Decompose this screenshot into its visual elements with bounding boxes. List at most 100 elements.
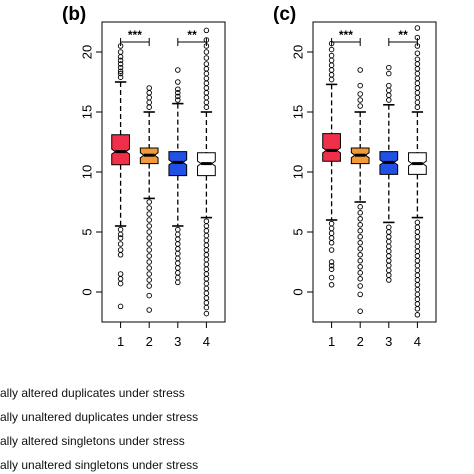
outlier-point (203, 261, 210, 268)
outlier-point (146, 265, 152, 271)
outlier-point (414, 75, 421, 82)
x-tick-label: 2 (146, 334, 153, 349)
box-4 (408, 25, 427, 318)
outlier-point (328, 259, 335, 265)
outlier-point (203, 27, 210, 34)
outlier-point (203, 285, 210, 292)
outlier-point (414, 104, 421, 110)
outlier-point (414, 234, 421, 240)
outlier-point (328, 225, 335, 232)
outlier-point (357, 97, 363, 103)
box-1 (322, 40, 341, 288)
outlier-point (328, 52, 335, 59)
outlier-point (414, 312, 421, 318)
outlier-point (146, 307, 152, 313)
outlier-point (414, 229, 421, 235)
significance-stars: ** (187, 28, 197, 42)
outlier-point (203, 80, 210, 86)
outlier-point (328, 76, 335, 83)
box-body (111, 134, 130, 166)
outlier-point (146, 271, 152, 277)
outlier-point (175, 231, 181, 238)
outlier-point (146, 211, 152, 217)
outlier-point (117, 74, 124, 80)
outlier-point (414, 301, 421, 307)
outlier-point (175, 86, 181, 92)
outlier-point (146, 94, 152, 101)
outlier-point (146, 85, 152, 91)
box-1 (111, 43, 130, 310)
outlier-point (117, 252, 124, 258)
outlier-point (146, 223, 152, 229)
outlier-point (357, 216, 363, 222)
box-2 (350, 67, 370, 314)
outlier-point (357, 222, 363, 228)
outlier-point (146, 217, 152, 223)
outlier-point (386, 277, 392, 283)
legend-item-2: ally unaltered duplicates under stress (0, 410, 199, 424)
outlier-point (386, 92, 392, 98)
outlier-point (146, 90, 152, 96)
outlier-point (414, 253, 421, 259)
outlier-point (386, 248, 392, 254)
outlier-point (203, 75, 210, 82)
outlier-point (146, 283, 152, 289)
outlier-point (328, 266, 335, 272)
outlier-point (117, 271, 124, 277)
outlier-point (175, 274, 181, 281)
outlier-point (328, 262, 335, 269)
panel-label: (b) (62, 4, 86, 25)
outlier-point (146, 199, 152, 205)
outlier-point (146, 241, 152, 247)
outlier-point (117, 276, 124, 282)
outlier-point (357, 264, 363, 270)
outlier-point (357, 210, 363, 216)
outlier-point (357, 204, 363, 210)
outlier-point (175, 255, 181, 262)
outlier-point (146, 259, 152, 265)
outlier-point (203, 295, 210, 301)
outlier-point (117, 64, 124, 71)
outlier-point (414, 80, 421, 86)
panel-label: (c) (273, 4, 296, 25)
outlier-point (117, 61, 124, 67)
outlier-point (414, 296, 421, 302)
outlier-point (414, 243, 421, 250)
significance-stars: *** (128, 28, 142, 42)
outlier-point (175, 97, 181, 103)
outlier-point (357, 283, 363, 289)
outlier-point (414, 219, 421, 226)
x-tick-label: 3 (174, 334, 181, 349)
outlier-point (203, 280, 210, 287)
outlier-point (328, 46, 335, 53)
outlier-point (386, 262, 392, 269)
outlier-point (146, 205, 152, 211)
outlier-point (203, 55, 210, 61)
outlier-point (146, 104, 152, 110)
y-tick-label: 5 (79, 228, 94, 235)
outlier-point (146, 277, 152, 283)
outlier-point (203, 90, 210, 96)
y-tick-label: 0 (79, 288, 94, 295)
outlier-point (386, 82, 392, 89)
outlier-point (357, 228, 363, 234)
outlier-point (386, 238, 392, 245)
outlier-point (386, 97, 392, 103)
outlier-point (117, 247, 124, 253)
outlier-point (203, 104, 210, 110)
x-tick-label: 4 (414, 334, 421, 349)
outlier-point (117, 241, 124, 247)
outlier-point (203, 223, 210, 229)
outlier-point (203, 61, 210, 67)
outlier-point (328, 274, 335, 281)
significance-stars: ** (398, 28, 408, 42)
outlier-point (357, 291, 363, 298)
outlier-point (414, 272, 421, 278)
outlier-point (414, 66, 421, 72)
outlier-point (357, 270, 363, 276)
outlier-point (175, 265, 181, 271)
outlier-point (203, 310, 210, 317)
outlier-point (203, 99, 210, 106)
